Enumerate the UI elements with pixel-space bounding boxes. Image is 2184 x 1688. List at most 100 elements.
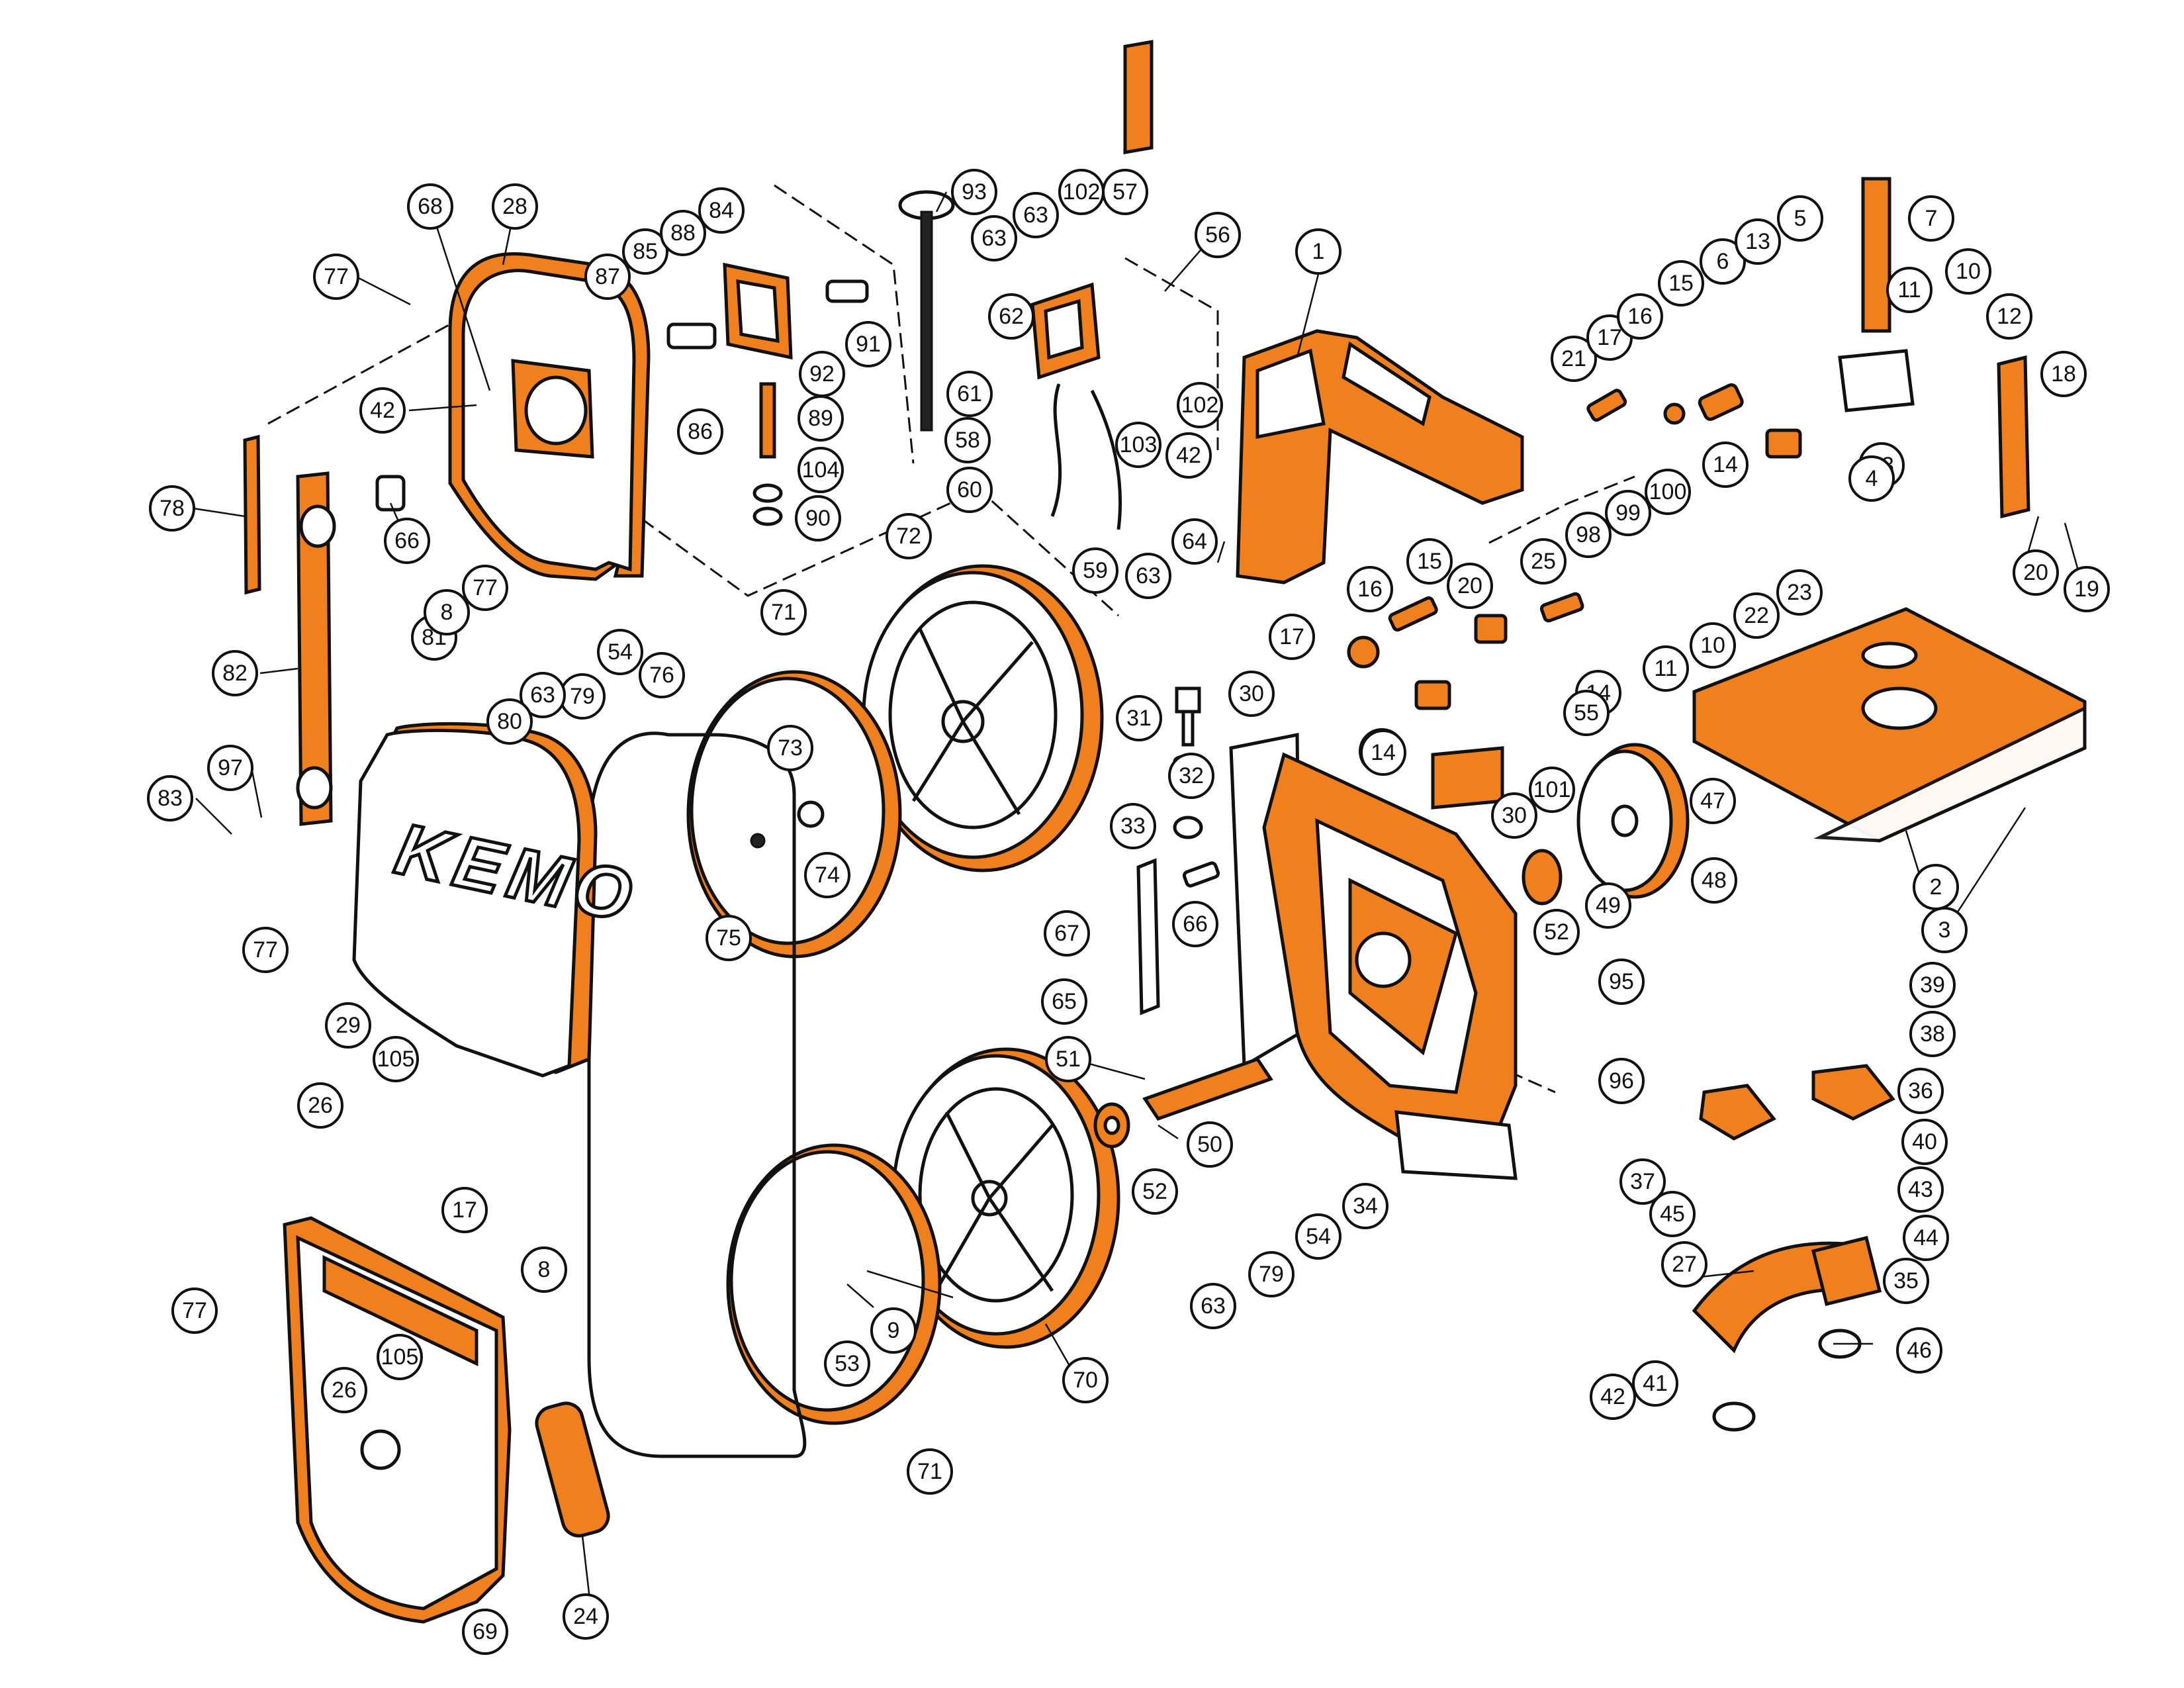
callout-97: 97 — [207, 745, 253, 791]
callout-64: 64 — [1171, 518, 1218, 565]
callout-77: 77 — [313, 254, 359, 300]
callout-51: 51 — [1045, 1036, 1091, 1082]
callout-circle — [797, 447, 844, 493]
callout-number: 39 — [1920, 972, 1945, 998]
callout-number: 3 — [1938, 917, 1951, 943]
callout-number: 33 — [1120, 814, 1146, 839]
callout-11: 11 — [1886, 267, 1933, 313]
callout-102: 102 — [1058, 169, 1105, 215]
callout-number: 102 — [1181, 393, 1219, 418]
callout-circle — [946, 467, 993, 513]
callout-70: 70 — [1062, 1357, 1109, 1403]
callout-17: 17 — [1269, 614, 1315, 660]
callout-60: 60 — [946, 467, 993, 513]
upper-frame-arm — [1236, 329, 1524, 585]
callout-number: 86 — [688, 419, 713, 444]
callout-number: 71 — [917, 1459, 942, 1484]
callout-20: 20 — [1447, 563, 1493, 609]
callout-circle — [622, 228, 668, 275]
callout-77: 77 — [171, 1288, 218, 1334]
callout-75: 75 — [705, 915, 752, 961]
callout-number: 16 — [1357, 577, 1383, 602]
callout-number: 61 — [957, 381, 982, 406]
callout-16: 16 — [1347, 566, 1393, 612]
callout-number: 57 — [1113, 179, 1138, 205]
callout-63: 63 — [1190, 1283, 1236, 1329]
callout-number: 52 — [1142, 1179, 1167, 1204]
callout-number: 54 — [608, 639, 633, 665]
callout-number: 29 — [336, 1013, 361, 1038]
callout-number: 93 — [962, 179, 987, 205]
callout-circle — [1735, 218, 1781, 265]
callout-circle — [1690, 622, 1736, 669]
callout-circle — [1585, 882, 1631, 929]
callout-circle — [373, 1036, 419, 1082]
callout-number: 75 — [716, 925, 741, 951]
callout-number: 44 — [1913, 1225, 1938, 1250]
callout-circle — [207, 745, 253, 791]
callout-circle — [1908, 195, 1954, 242]
callout-number: 67 — [1054, 921, 1079, 946]
upper-rear-cover — [448, 252, 651, 581]
callout-number: 47 — [1700, 788, 1725, 814]
callout-circle — [1125, 553, 1171, 599]
callout-1: 1 — [1295, 228, 1342, 275]
lower-shaft — [1093, 1056, 1273, 1149]
callout-circle — [845, 321, 891, 367]
callout-circle — [297, 1082, 343, 1129]
callout-number: 89 — [808, 406, 833, 431]
callout-30: 30 — [1228, 671, 1275, 717]
callout-circle — [1632, 1360, 1678, 1407]
callout-21: 21 — [1551, 336, 1597, 382]
callout-88: 88 — [660, 210, 706, 256]
callout-78: 78 — [149, 485, 195, 532]
callout-91: 91 — [845, 321, 891, 367]
callout-101: 101 — [1529, 767, 1575, 813]
callout-11: 11 — [1643, 645, 1689, 692]
callout-circle — [1645, 469, 1691, 515]
callout-circle — [1115, 422, 1161, 468]
callout-number: 63 — [981, 226, 1007, 251]
callout-circle — [1896, 1327, 1942, 1374]
callout-number: 79 — [570, 684, 595, 709]
callout-number: 5 — [1794, 206, 1807, 231]
callout-number: 54 — [1306, 1224, 1331, 1249]
callout-number: 14 — [1371, 740, 1396, 765]
callout-number: 90 — [805, 506, 831, 531]
callout-circle — [359, 387, 406, 434]
callout-number: 97 — [218, 755, 243, 780]
callout-circle — [797, 395, 844, 442]
callout-number: 96 — [1609, 1068, 1634, 1094]
callout-circle — [1563, 690, 1610, 736]
callout-8: 8 — [424, 589, 470, 635]
callout-circle — [1187, 1121, 1233, 1168]
callout-44: 44 — [1903, 1215, 1949, 1261]
callout-circle — [1529, 767, 1575, 813]
callout-circle — [1776, 569, 1823, 616]
callout-circle — [1447, 563, 1493, 609]
callout-number: 105 — [381, 1344, 419, 1370]
callout-circle — [1013, 192, 1059, 238]
callout-circle — [1733, 592, 1780, 639]
callout-circle — [639, 652, 685, 698]
callout-68: 68 — [407, 183, 453, 230]
callout-number: 32 — [1179, 763, 1204, 788]
callout-number: 103 — [1120, 432, 1158, 457]
motor-pulley — [1522, 743, 1690, 906]
callout-circle — [1598, 959, 1645, 1005]
callout-circle — [1691, 857, 1737, 904]
fence-rail — [1136, 858, 1220, 1015]
callout-2: 2 — [1913, 864, 1959, 910]
callout-52: 52 — [1132, 1168, 1178, 1215]
callout-number: 68 — [418, 194, 443, 219]
callout-69: 69 — [462, 1609, 508, 1655]
callout-circle — [1177, 382, 1223, 428]
callout-26: 26 — [297, 1082, 343, 1129]
callout-4: 4 — [1848, 455, 1895, 502]
callout-3: 3 — [1921, 907, 1968, 953]
callout-71: 71 — [760, 589, 807, 635]
callout-number: 66 — [394, 528, 420, 553]
callout-number: 45 — [1660, 1201, 1685, 1227]
callout-circle — [1171, 518, 1218, 565]
